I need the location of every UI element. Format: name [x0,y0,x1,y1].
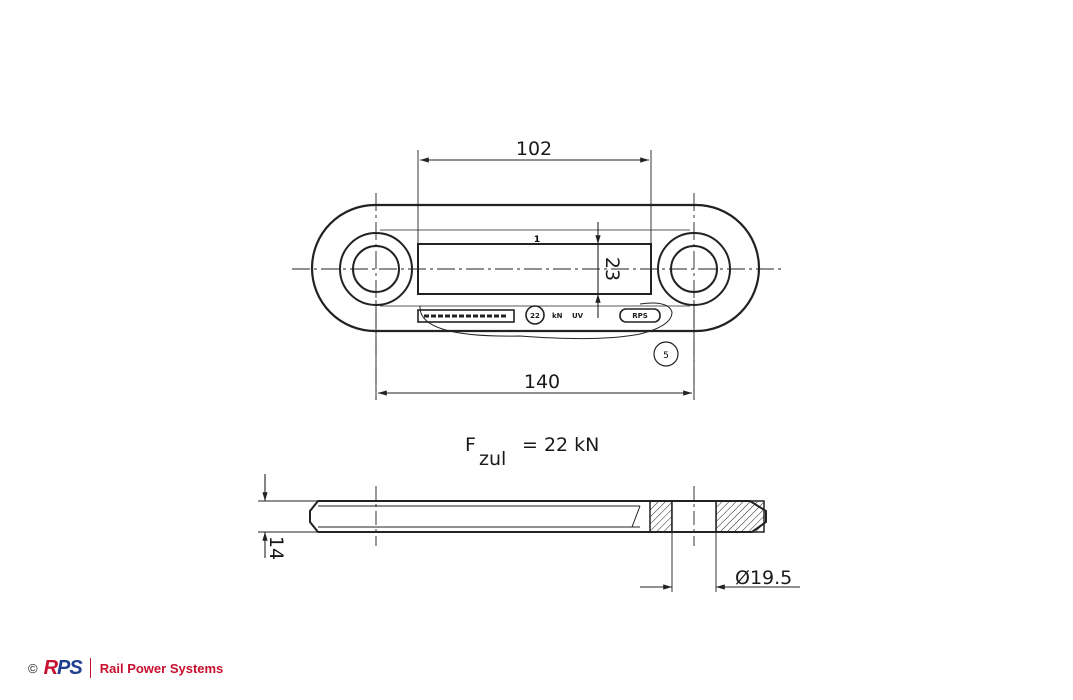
dim-text-102: 102 [516,138,552,160]
stamp-box [417,309,515,323]
dim-text-140: 140 [524,371,560,393]
footer: © RPS Rail Power Systems [28,656,223,680]
uv-stamp: UV [572,312,584,320]
formula-symbol: F [465,434,476,456]
label-slot [417,243,652,295]
load-circle-text: 22 [530,312,540,320]
formula-subscript: zul [479,448,506,470]
hatch-left [649,500,673,533]
load-circle [525,305,545,325]
formula-value: = 22 kN [522,434,599,456]
dim-text-14: 14 [265,536,287,560]
top-view [292,150,782,400]
copyright-mark: © [28,660,38,676]
side-view [258,474,800,592]
kn-stamp: kN [552,312,563,320]
rps-stamp: RPS [632,312,648,320]
hatch-right [715,500,765,533]
logo-r: R [43,657,58,679]
load-formula: F zul = 22 kN [465,434,599,470]
company-name: Rail Power Systems [99,660,224,676]
hand-underline [419,302,673,340]
item-number: 5 [663,351,669,361]
rps-logo: RPS [44,658,91,678]
dim-text-diameter: Ø19.5 [735,567,792,589]
rps-stamp-box [619,308,661,323]
item-balloon [653,341,679,367]
plate-outline [310,203,761,333]
position-mark: 1 [534,235,540,245]
logo-ps: PS [57,657,83,679]
dim-text-23: 23 [601,257,623,281]
